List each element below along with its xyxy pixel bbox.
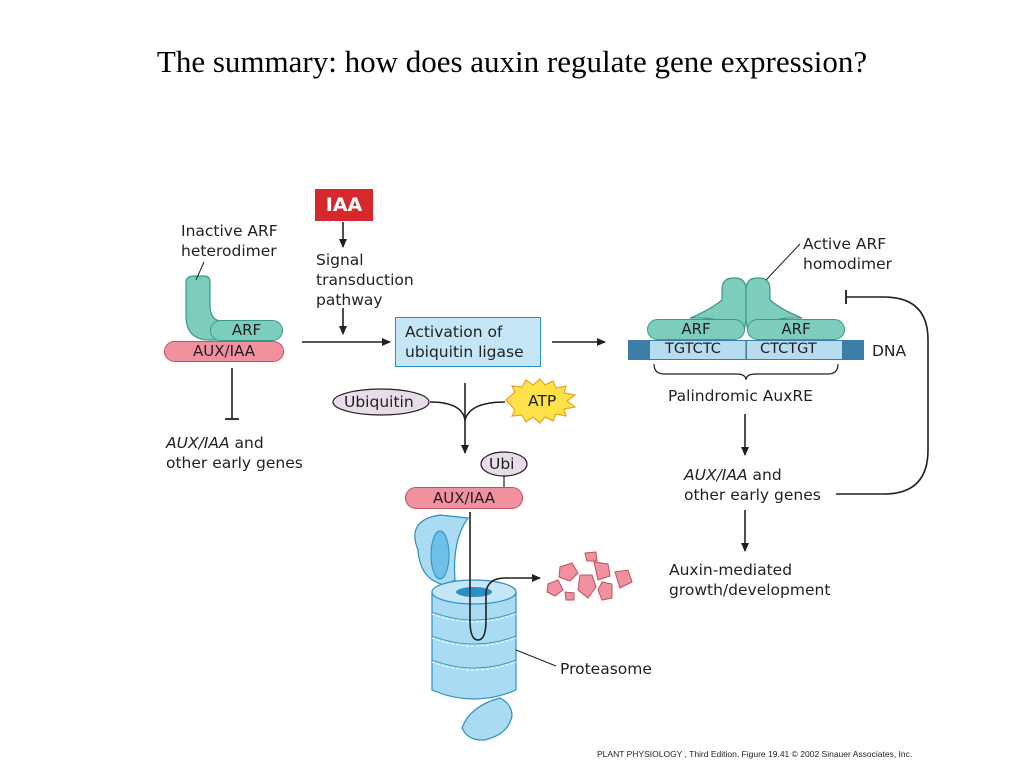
protein-path [469,512,541,641]
merge-curve-right [464,401,506,421]
proteasome-cap-bottom [461,697,513,741]
arf-label-inactive: ARF [231,321,262,339]
atp-label: ATP [528,392,557,410]
palindromic-brace [653,363,839,381]
aux-iaa-italic-right: AUX/IAA [684,466,748,484]
arf-pill-active-right: ARF [747,319,845,340]
copyright-text: PLANT PHYSIOLOGY , Third Edition, Figure… [597,749,913,759]
feedback-loop [836,296,929,495]
dna-seq-right: CTCTGT [760,341,817,357]
proteasome-barrel [431,579,517,700]
ligase-label-2: ubiquitin ligase [405,343,524,361]
auxin-mediated-label-2: growth/development [669,581,831,599]
ubiquitin-label: Ubiquitin [344,393,414,411]
proteasome-cap-inner [430,530,450,580]
aux-iaa-italic-left: AUX/IAA [166,434,230,452]
ligase-label-1: Activation of [405,323,503,341]
signal-label-1: Signal [316,251,364,269]
signal-label-2: transduction [316,271,414,289]
early-genes-left-1: AUX/IAA and [166,433,264,453]
early-genes-right-1: AUX/IAA and [684,465,782,485]
inactive-arf-pointer [195,261,205,281]
dna-seq-box-right [747,341,842,359]
early-genes-left-2: other early genes [166,454,303,472]
dna-label: DNA [872,342,907,360]
and-left: and [229,434,264,452]
iaa-box: IAA [315,189,373,221]
auxin-mediated-label-1: Auxin-mediated [669,561,793,579]
inactive-arf-label-2: heterodimer [181,242,277,260]
aux-iaa-pill-inactive: AUX/IAA [164,341,284,362]
arf-pill-inactive: ARF [210,320,283,341]
page-title: The summary: how does auxin regulate gen… [156,44,868,79]
ubiquitin-ligase-box: Activation of ubiquitin ligase [395,317,541,367]
proteasome-pointer [515,649,557,667]
active-arf-label-2: homodimer [803,255,893,273]
atp-starburst [505,378,577,424]
ubi-label: Ubi [489,455,515,473]
dna-seq-box-left [650,341,746,359]
dna-seq-left: TGTCTC [665,341,721,357]
aux-iaa-pill-ubi: AUX/IAA [405,487,523,509]
ubiquitin-ellipse [332,388,430,416]
aux-iaa-label-ubi: AUX/IAA [433,489,495,507]
arf-label-active-left: ARF [681,320,711,338]
and-right: and [747,466,782,484]
merge-curve-left [429,401,466,421]
arf-pill-active-left: ARF [647,319,745,340]
active-arf-label-1: Active ARF [803,235,887,253]
early-genes-right-2: other early genes [684,486,821,504]
arf-label-active-right: ARF [781,320,811,338]
proteasome-label: Proteasome [560,660,652,678]
signal-label-3: pathway [316,291,383,309]
aux-iaa-label-inactive: AUX/IAA [193,342,255,360]
inactive-arf-label-1: Inactive ARF [181,222,278,240]
degraded-fragments [546,551,633,601]
active-arf-pointer [765,243,801,281]
palindromic-label: Palindromic AuxRE [668,387,813,405]
